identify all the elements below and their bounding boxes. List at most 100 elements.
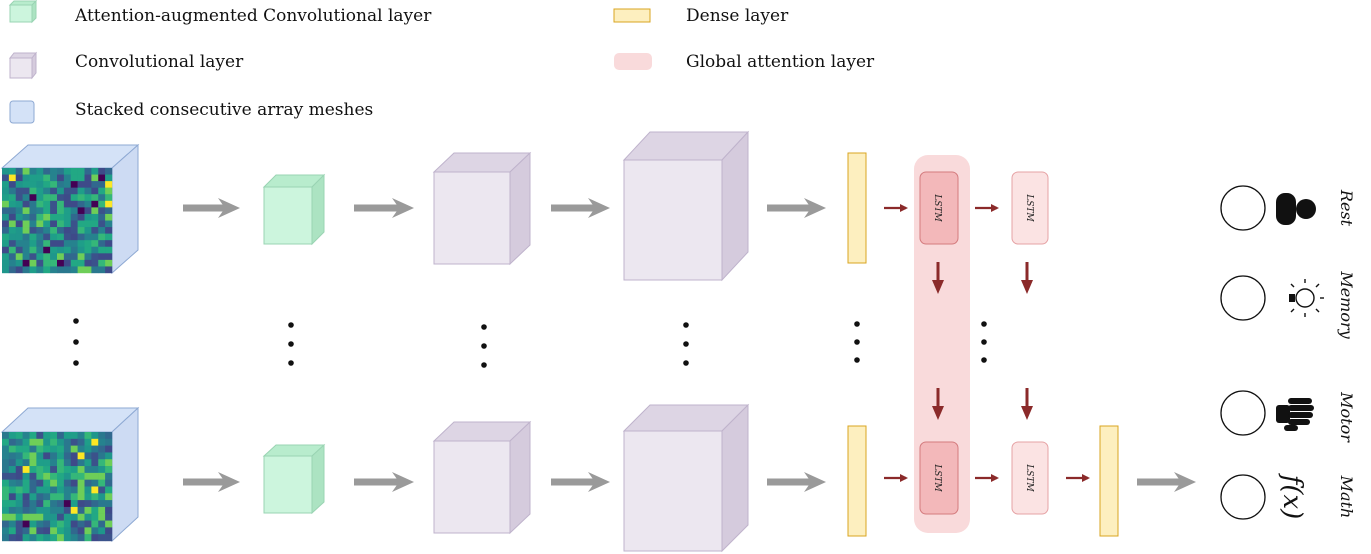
gray-arrow xyxy=(1137,472,1196,492)
mesh-cell xyxy=(98,486,106,494)
mesh-cell xyxy=(50,472,58,480)
mesh-cell xyxy=(91,266,99,274)
mesh-cell xyxy=(63,246,71,254)
mesh-cell xyxy=(77,246,85,254)
mesh-cell xyxy=(84,220,92,228)
output-node-rest xyxy=(1220,185,1266,231)
mesh-cell xyxy=(98,233,106,241)
mesh-cell xyxy=(84,493,92,501)
mesh-cell xyxy=(105,472,113,480)
mesh-cell xyxy=(8,246,16,254)
legend-global-attn-swatch xyxy=(614,53,652,70)
mesh-cell xyxy=(2,452,10,460)
mesh-cell xyxy=(8,181,16,188)
mesh-cell xyxy=(50,486,58,494)
mesh-cell xyxy=(63,506,71,514)
mesh-cell xyxy=(2,432,10,440)
mesh-cell xyxy=(91,513,99,521)
mesh-cell xyxy=(22,479,30,487)
mesh-cell xyxy=(98,227,106,234)
ellipsis-dots xyxy=(73,318,987,368)
mesh-cell xyxy=(77,445,85,453)
mesh-cell xyxy=(57,187,65,195)
mesh-cell xyxy=(63,253,71,261)
mesh-cell xyxy=(43,438,51,446)
mesh-cell xyxy=(43,506,51,514)
mesh-cell xyxy=(70,438,78,446)
mesh-cell xyxy=(98,259,106,267)
class-label-rest: Rest xyxy=(1337,189,1356,227)
mesh-cell xyxy=(98,187,106,195)
mesh-cell xyxy=(70,513,78,521)
mesh-cell xyxy=(8,452,16,460)
mesh-cell xyxy=(84,246,92,254)
mesh-cell xyxy=(105,493,113,501)
mesh-cell xyxy=(22,233,30,241)
mesh-cell xyxy=(84,259,92,267)
mesh-cell xyxy=(29,168,37,175)
mesh-cell xyxy=(98,168,106,175)
dense-layer-bottom xyxy=(847,425,867,537)
mesh-cell xyxy=(2,227,10,234)
mesh-cell xyxy=(70,168,78,175)
mesh-cell xyxy=(36,194,44,202)
mesh-cell xyxy=(8,253,16,261)
output-node-memory xyxy=(1220,275,1266,321)
mesh-cell xyxy=(70,459,78,467)
mesh-cell xyxy=(8,500,16,508)
mesh-cell xyxy=(36,233,44,241)
mesh-cell xyxy=(22,253,30,261)
mesh-cell xyxy=(8,220,16,228)
mesh-cell xyxy=(36,227,44,234)
mesh-cell xyxy=(22,500,30,508)
mesh-cell xyxy=(91,187,99,195)
mesh-cell xyxy=(2,506,10,514)
mesh-cell xyxy=(70,227,78,234)
mesh-cell xyxy=(50,181,58,188)
mesh-cell xyxy=(36,432,44,440)
mesh-cell xyxy=(36,220,44,228)
mesh-cell xyxy=(77,493,85,501)
mesh-cell xyxy=(70,246,78,254)
mesh-cell xyxy=(43,493,51,501)
mesh-cell xyxy=(105,259,113,267)
mesh-cell xyxy=(15,486,23,494)
mesh-cell xyxy=(98,207,106,215)
mesh-cell xyxy=(84,500,92,508)
mesh-cell xyxy=(8,168,16,175)
mesh-cell xyxy=(63,500,71,508)
mesh-cell xyxy=(63,486,71,494)
input-mesh-bottom xyxy=(0,406,140,543)
mesh-cell xyxy=(22,493,30,501)
mesh-cell xyxy=(105,168,113,175)
mesh-cell xyxy=(15,233,23,241)
mesh-cell xyxy=(15,220,23,228)
mesh-cell xyxy=(98,181,106,188)
mesh-cell xyxy=(98,220,106,228)
mesh-cell xyxy=(15,200,23,208)
mesh-cell xyxy=(43,233,51,241)
mesh-cell xyxy=(15,452,23,460)
mesh-cell xyxy=(36,466,44,474)
mesh-cell xyxy=(8,240,16,247)
mesh-cell xyxy=(43,246,51,254)
legend-stacked-swatch xyxy=(9,100,35,124)
mesh-cell xyxy=(70,452,78,460)
mesh-cell xyxy=(15,227,23,234)
mesh-cell xyxy=(43,500,51,508)
mesh-cell xyxy=(77,174,85,182)
mesh-cell xyxy=(70,500,78,508)
mesh-cell xyxy=(105,181,113,188)
mesh-cell xyxy=(8,506,16,514)
mesh-cell xyxy=(105,200,113,208)
mesh-cell xyxy=(29,459,37,467)
mesh-cell xyxy=(77,432,85,440)
mesh-cell xyxy=(22,438,30,446)
mesh-cell xyxy=(105,266,113,274)
mesh-cell xyxy=(43,168,51,175)
mesh-cell xyxy=(84,506,92,514)
mesh-cell xyxy=(57,246,65,254)
mesh-cell xyxy=(50,438,58,446)
mesh-cell xyxy=(8,266,16,274)
mesh-cell xyxy=(36,472,44,480)
